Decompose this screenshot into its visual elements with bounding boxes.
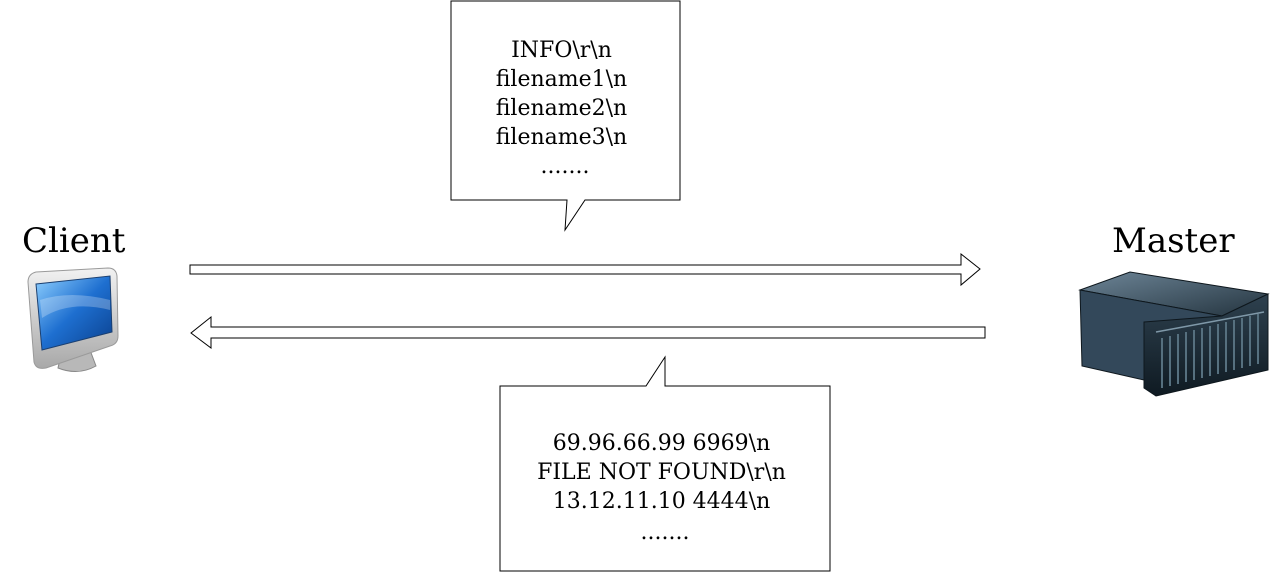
master-label: Master: [1112, 221, 1235, 261]
response-message-bubble: 69.96.66.99 6969\n FILE NOT FOUND\r\n 13…: [499, 355, 831, 572]
response-line: 13.12.11.10 4444\n: [553, 489, 771, 514]
request-line: INFO\r\n: [511, 38, 612, 63]
response-line: FILE NOT FOUND\r\n: [537, 460, 786, 485]
svg-text:INFO\r\n filename1\n: INFO\r\n filename1\n filename2\n filenam…: [496, 38, 634, 179]
response-arrow: [190, 315, 986, 349]
desktop-computer-icon: [27, 267, 119, 372]
request-arrow: [189, 252, 981, 287]
client-label: Client: [22, 221, 126, 261]
response-line: 69.96.66.99 6969\n: [553, 431, 771, 456]
request-message-bubble: INFO\r\n filename1\n filename2\n filenam…: [450, 0, 681, 232]
request-line: .......: [541, 154, 590, 179]
request-line: filename2\n: [496, 96, 627, 121]
response-line: .......: [641, 520, 690, 545]
rack-server-icon: [1078, 271, 1270, 397]
request-line: filename3\n: [496, 125, 627, 150]
svg-text:69.96.66.99 6969\n FILE: 69.96.66.99 6969\n FILE NOT FOUND\r\n 13…: [537, 431, 793, 545]
request-line: filename1\n: [496, 67, 627, 92]
